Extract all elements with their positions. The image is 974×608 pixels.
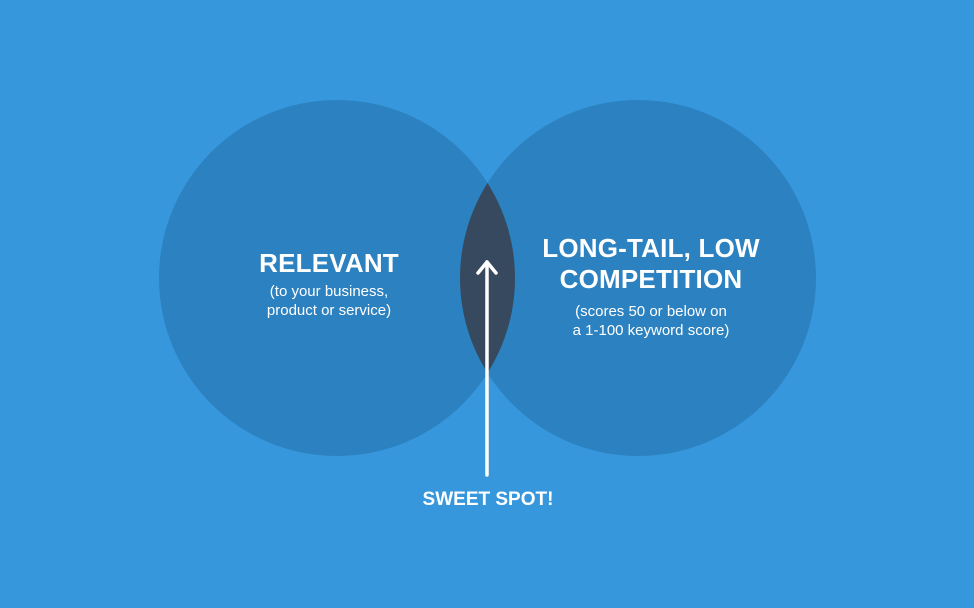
relevant-subtitle-line: (to your business, [269, 283, 389, 300]
long-tail-title-line: LONG-TAIL, LOW [542, 233, 760, 263]
relevant-subtitle: (to your business, product or service) [214, 282, 444, 320]
relevant-title: RELEVANT [259, 248, 399, 278]
long-tail-subtitle: (scores 50 or below on a 1-100 keyword s… [521, 302, 781, 340]
up-arrow-icon [476, 260, 498, 477]
long-tail-subtitle-line: a 1-100 keyword score) [572, 322, 730, 339]
long-tail-subtitle-line: (scores 50 or below on [575, 303, 727, 320]
long-tail-label: LONG-TAIL, LOW COMPETITION (scores 50 or… [521, 233, 781, 340]
right-circle [460, 100, 816, 456]
sweet-spot-label: SWEET SPOT! [422, 489, 554, 510]
long-tail-title-line: COMPETITION [559, 264, 743, 294]
long-tail-title: LONG-TAIL, LOW COMPETITION [521, 233, 781, 295]
relevant-label: RELEVANT (to your business, product or s… [214, 248, 444, 320]
left-circle [159, 100, 515, 456]
relevant-subtitle-line: product or service) [266, 302, 392, 319]
